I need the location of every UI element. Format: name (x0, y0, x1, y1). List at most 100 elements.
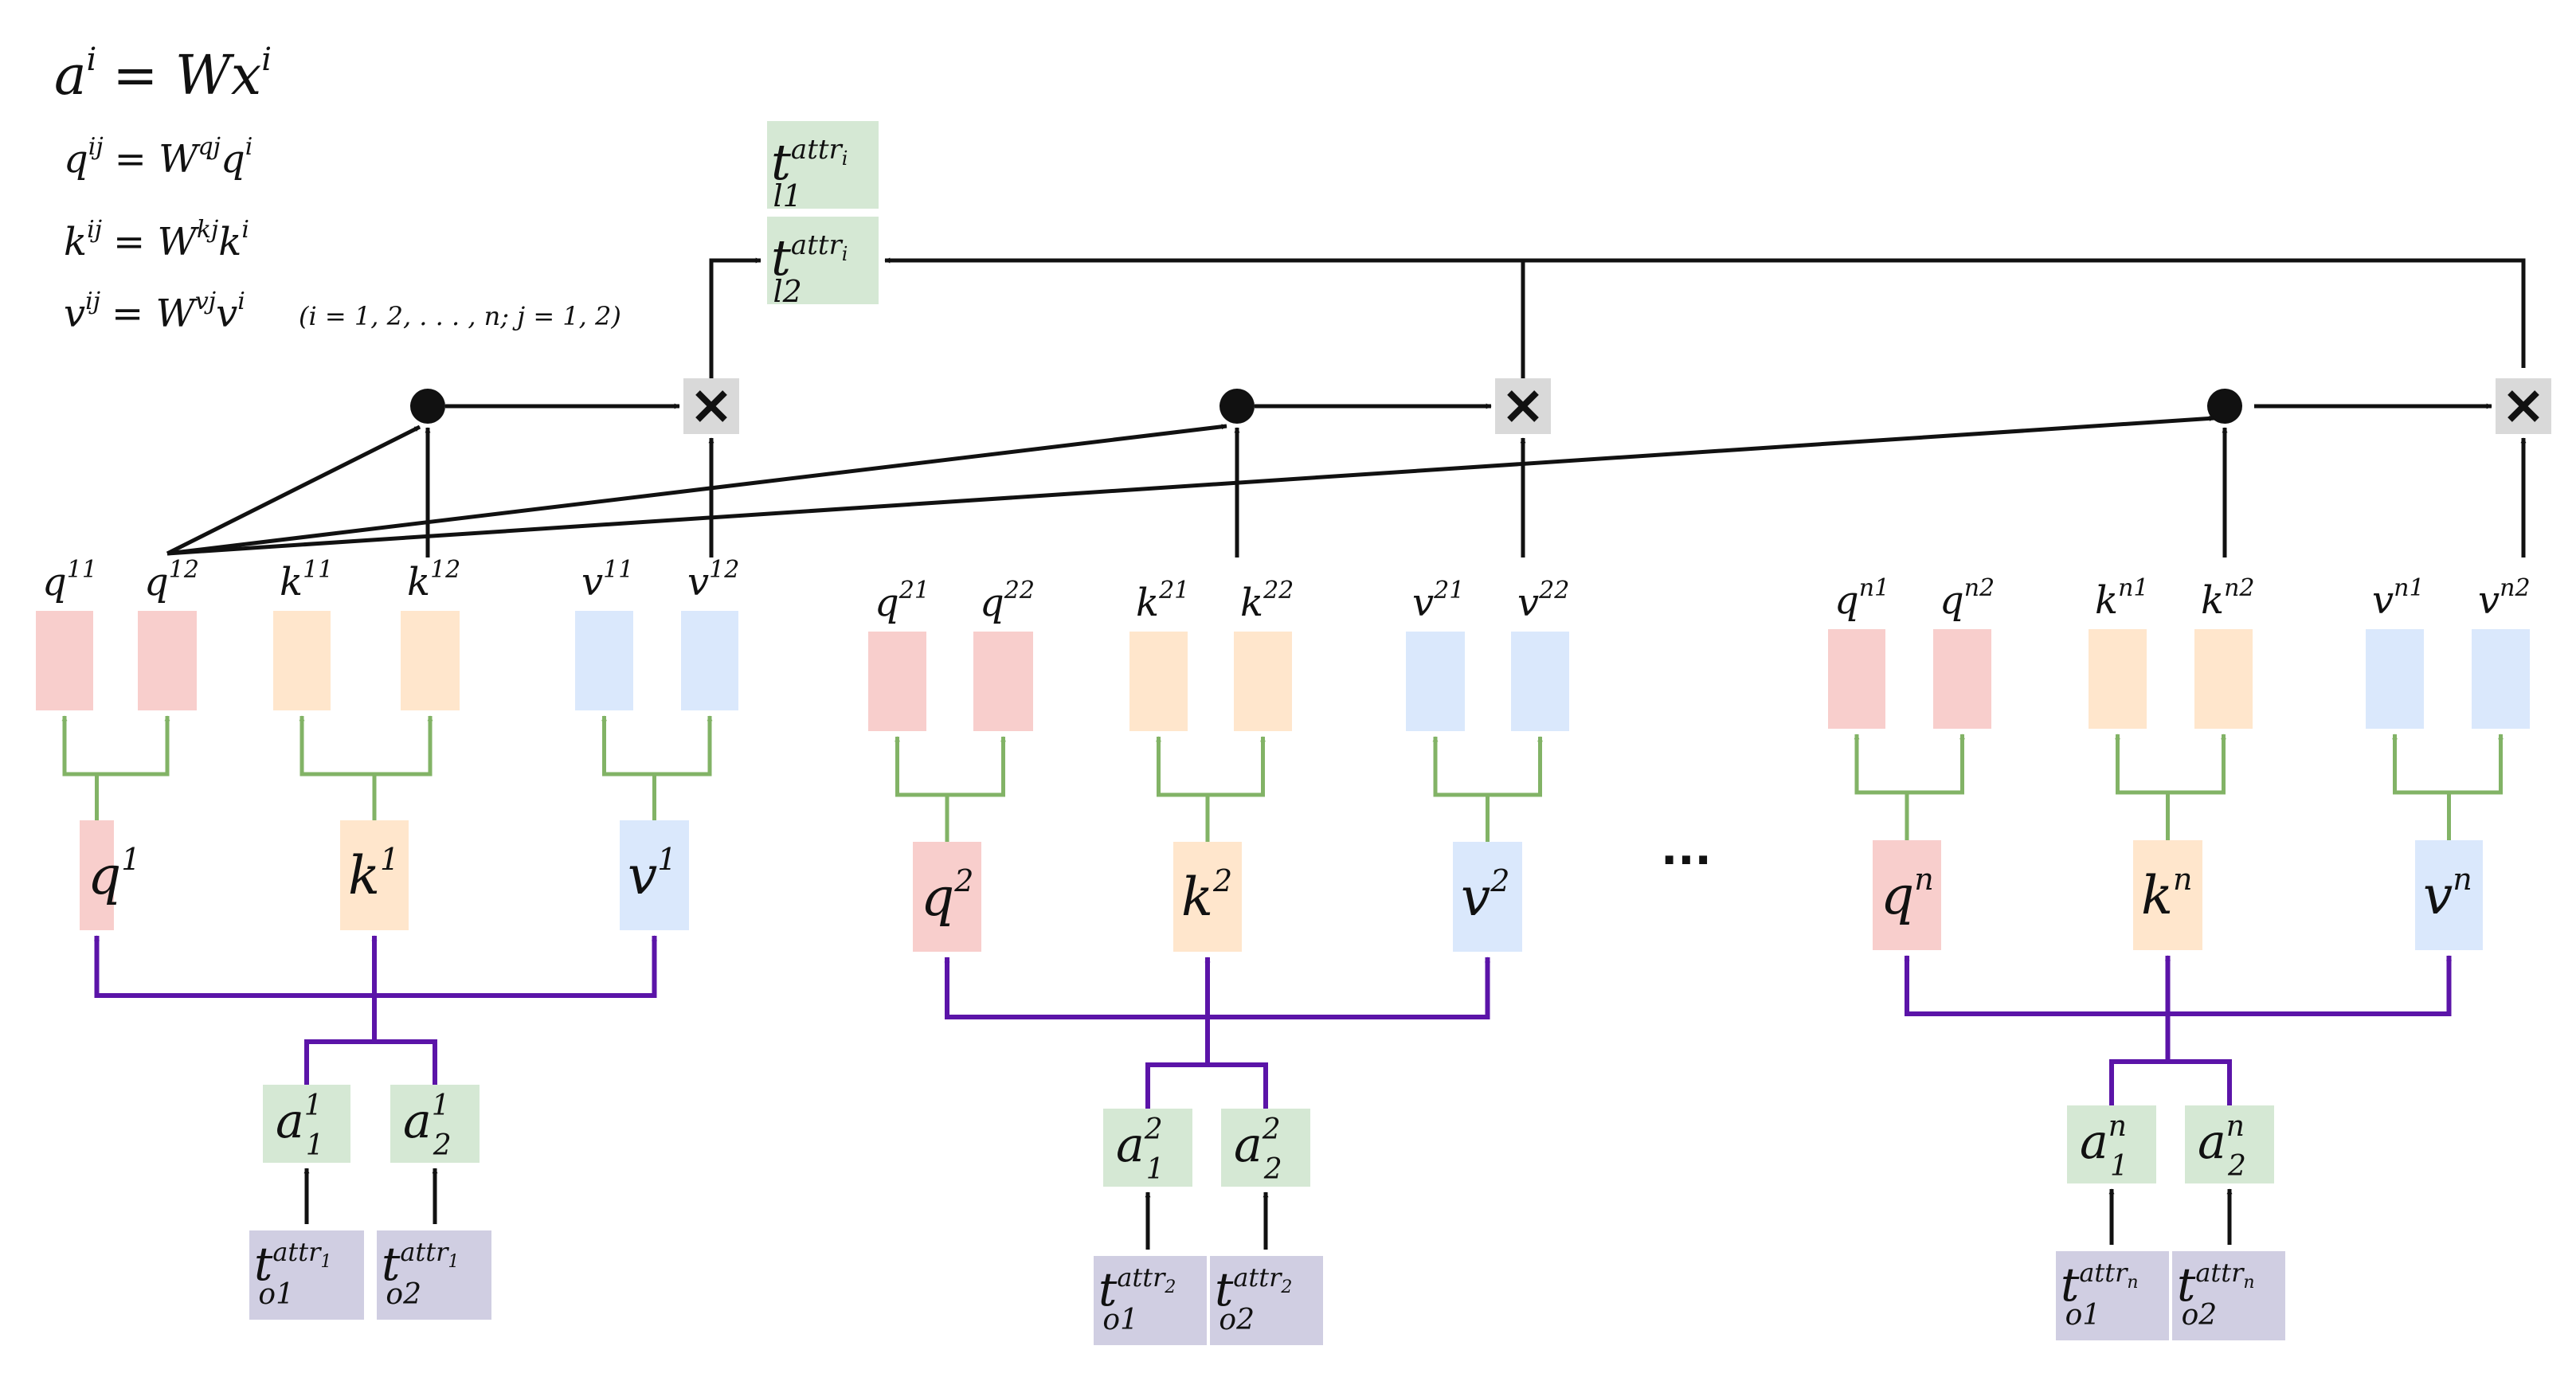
green-arrow-left (1432, 736, 1488, 797)
head-box (2089, 629, 2147, 729)
score-dot-2 (1219, 389, 1255, 424)
head-label: v12 (687, 556, 739, 604)
head-box (1129, 632, 1188, 731)
a-box (2067, 1105, 2156, 1183)
head-label: kn2 (2201, 574, 2255, 623)
token-box (2056, 1251, 2169, 1340)
q-fan-to-dot-1 (166, 424, 421, 556)
q-fan-to-dot-n (166, 415, 2215, 556)
green-arrow-left (2392, 734, 2449, 795)
token-box (1094, 1256, 1207, 1345)
output-box-l2 (767, 217, 879, 304)
a-box (1221, 1109, 1310, 1187)
head-label: v11 (581, 556, 633, 604)
attention-arrows (166, 403, 2527, 557)
head-box (2194, 629, 2253, 729)
head-label: q11 (42, 556, 97, 604)
green-arrow-left (299, 715, 374, 777)
green-arrow-left (1156, 736, 1208, 797)
projection-box (340, 820, 409, 930)
equation-condition: (i = 1, 2, . . . , n; j = 1, 2) (299, 301, 621, 331)
head-box (1828, 629, 1885, 729)
head-box (575, 611, 633, 710)
projection-label: kn (2141, 862, 2192, 926)
head-box (868, 632, 926, 731)
head-label: k12 (407, 556, 460, 604)
projection-label: v1 (628, 842, 676, 906)
head-label: q12 (144, 556, 199, 604)
green-arrow-right (1208, 736, 1266, 797)
projection-box (913, 842, 981, 952)
multiply-icon-n (2507, 390, 2539, 422)
head-label: vn1 (2372, 574, 2425, 623)
head-box (401, 611, 460, 710)
head-label: v22 (1517, 577, 1569, 625)
projection-label: q2 (921, 863, 973, 928)
projection-label: vn (2423, 862, 2472, 926)
attention-nodes (410, 378, 2551, 434)
projection-label: qn (1881, 862, 1934, 926)
projection-box (2415, 840, 2483, 950)
green-arrow-right (96, 715, 170, 777)
projection-label: v2 (1461, 863, 1509, 928)
head-box (273, 611, 331, 710)
green-arrow-right (2167, 734, 2226, 795)
head-box (1234, 632, 1292, 731)
head-label: q21 (875, 577, 930, 625)
multiply-icon-2 (1507, 390, 1539, 422)
purple-arrow-v (374, 935, 657, 998)
feedback-line-n (884, 257, 2526, 368)
group-ellipsis: ... (1661, 824, 1712, 875)
equation-a: ai= Wxi (54, 41, 272, 108)
a-box (263, 1085, 350, 1163)
green-arrow-left (61, 715, 97, 777)
green-arrow-right (654, 715, 713, 777)
head-box (681, 611, 738, 710)
equation-k: kij= Wkjki (64, 216, 249, 264)
head-label: v21 (1412, 577, 1464, 625)
projection-box (2133, 840, 2202, 950)
head-box (1406, 632, 1465, 731)
equation-v: vij= Wvjvi (64, 288, 245, 336)
a-box (1103, 1109, 1192, 1187)
projection-label: k2 (1181, 863, 1232, 928)
green-arrow-right (947, 736, 1006, 797)
token-box (377, 1230, 491, 1320)
feedback-connections (709, 257, 2526, 389)
head-box (1511, 632, 1569, 731)
green-arrow-right (2449, 734, 2504, 795)
head-box (36, 611, 93, 710)
multiply-icon-1 (695, 390, 727, 422)
feedback-line-1 (709, 257, 761, 381)
head-label: k22 (1240, 577, 1294, 625)
head-label: k11 (280, 556, 333, 604)
projection-box (1453, 842, 1522, 952)
green-arrow-left (2115, 734, 2168, 795)
head-box (1933, 629, 1991, 729)
green-arrow-left (1854, 734, 1907, 795)
purple-arrow-q (94, 935, 374, 998)
projection-label: q1 (88, 842, 140, 906)
green-arrow-left (601, 715, 655, 777)
token-box (249, 1230, 364, 1320)
green-arrow-left (895, 736, 947, 797)
purple-arrow-v (1208, 957, 1490, 1019)
a-box (2185, 1105, 2274, 1183)
head-label: vn2 (2478, 574, 2531, 623)
head-box (973, 632, 1033, 731)
